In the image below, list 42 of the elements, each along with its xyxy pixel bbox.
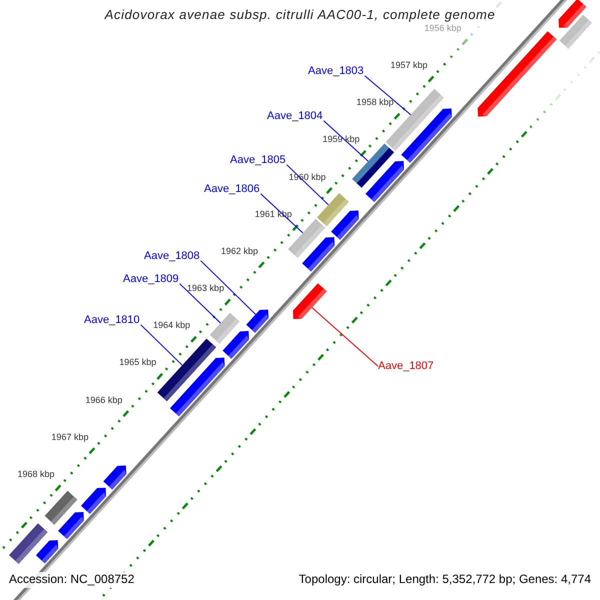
gene-segment <box>222 331 249 359</box>
scale-label: 1964 kbp <box>153 320 190 330</box>
gene-label: Aave_1805 <box>230 154 286 167</box>
gene-segment <box>58 512 84 539</box>
leader-line <box>323 120 369 162</box>
scale-label: 1968 kbp <box>18 468 55 480</box>
gene-label: Aave_1807 <box>378 360 434 373</box>
gene-label: Aave_1810 <box>84 314 140 327</box>
gene-bar <box>560 14 592 49</box>
gene-label: Aave_1809 <box>123 273 179 286</box>
leader-line <box>311 307 378 367</box>
leader-line <box>286 164 329 206</box>
scale-label: 1957 kbp <box>390 60 428 70</box>
gene-segment <box>170 358 225 416</box>
gene-label: Aave_1804 <box>267 110 323 123</box>
gene-label: Aave_1806 <box>204 183 260 196</box>
gene-segment <box>36 540 58 564</box>
gene-label: Aave_1808 <box>144 250 200 263</box>
scale-label: 1966 kbp <box>85 394 122 405</box>
gene-segment <box>81 488 106 514</box>
leader-line <box>260 193 304 234</box>
gene-segment <box>478 31 557 116</box>
gene-label: Aave_1803 <box>308 65 364 78</box>
gene-segment <box>331 210 359 240</box>
leader-line <box>140 324 183 366</box>
gene-segment <box>246 310 268 333</box>
gene-segment <box>302 237 335 272</box>
gene-segment <box>293 283 327 319</box>
scale-label: 1958 kbp <box>356 97 394 108</box>
gene-segment <box>103 466 126 490</box>
scale-label: 1965 kbp <box>119 357 156 368</box>
scale-label: 1967 kbp <box>51 432 88 442</box>
leader-line <box>200 260 256 315</box>
gene-segment <box>401 108 452 163</box>
scale-label: 1963 kbp <box>187 282 224 294</box>
scale-label: 1956 kbp <box>424 22 462 34</box>
scale-label: 1962 kbp <box>220 246 258 256</box>
leader-line <box>364 75 412 116</box>
title: Acidovorax avenae subsp. citrulli AAC00-1, complete genome <box>103 8 496 23</box>
gene-segment <box>366 161 404 202</box>
scale-label: 1959 kbp <box>322 134 360 145</box>
leader-line <box>179 283 222 324</box>
